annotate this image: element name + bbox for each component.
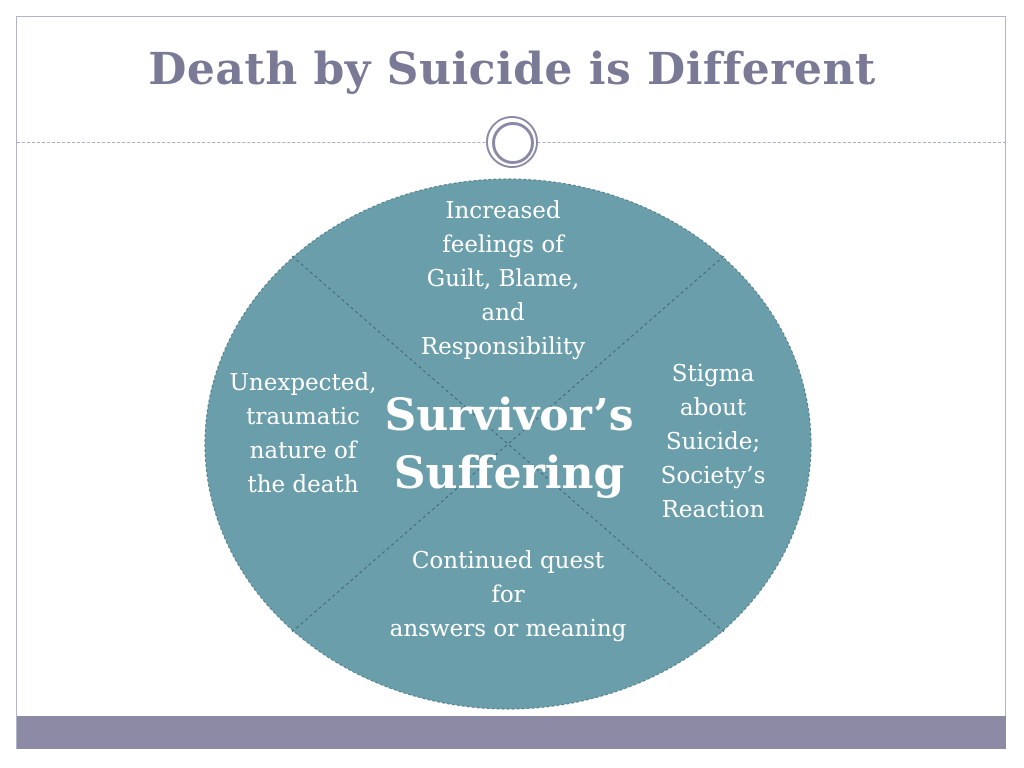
ring-ornament-icon — [486, 116, 538, 168]
center-label: Survivor’s Suffering — [384, 390, 634, 499]
segment-quest-for-answers: Continued quest for answers or meaning — [389, 548, 627, 642]
slide-title: Death by Suicide is Different — [148, 44, 876, 95]
segment-stigma: Stigma about Suicide; Society’s Reaction — [660, 361, 766, 523]
ring-outer — [486, 116, 538, 168]
ring-inner — [492, 122, 534, 164]
segment-unexpected-death: Unexpected, traumatic nature of the deat… — [229, 370, 377, 498]
bottom-bar — [17, 716, 1006, 749]
segment-guilt-blame: Increased feelings of Guilt, Blame, and … — [420, 198, 586, 360]
